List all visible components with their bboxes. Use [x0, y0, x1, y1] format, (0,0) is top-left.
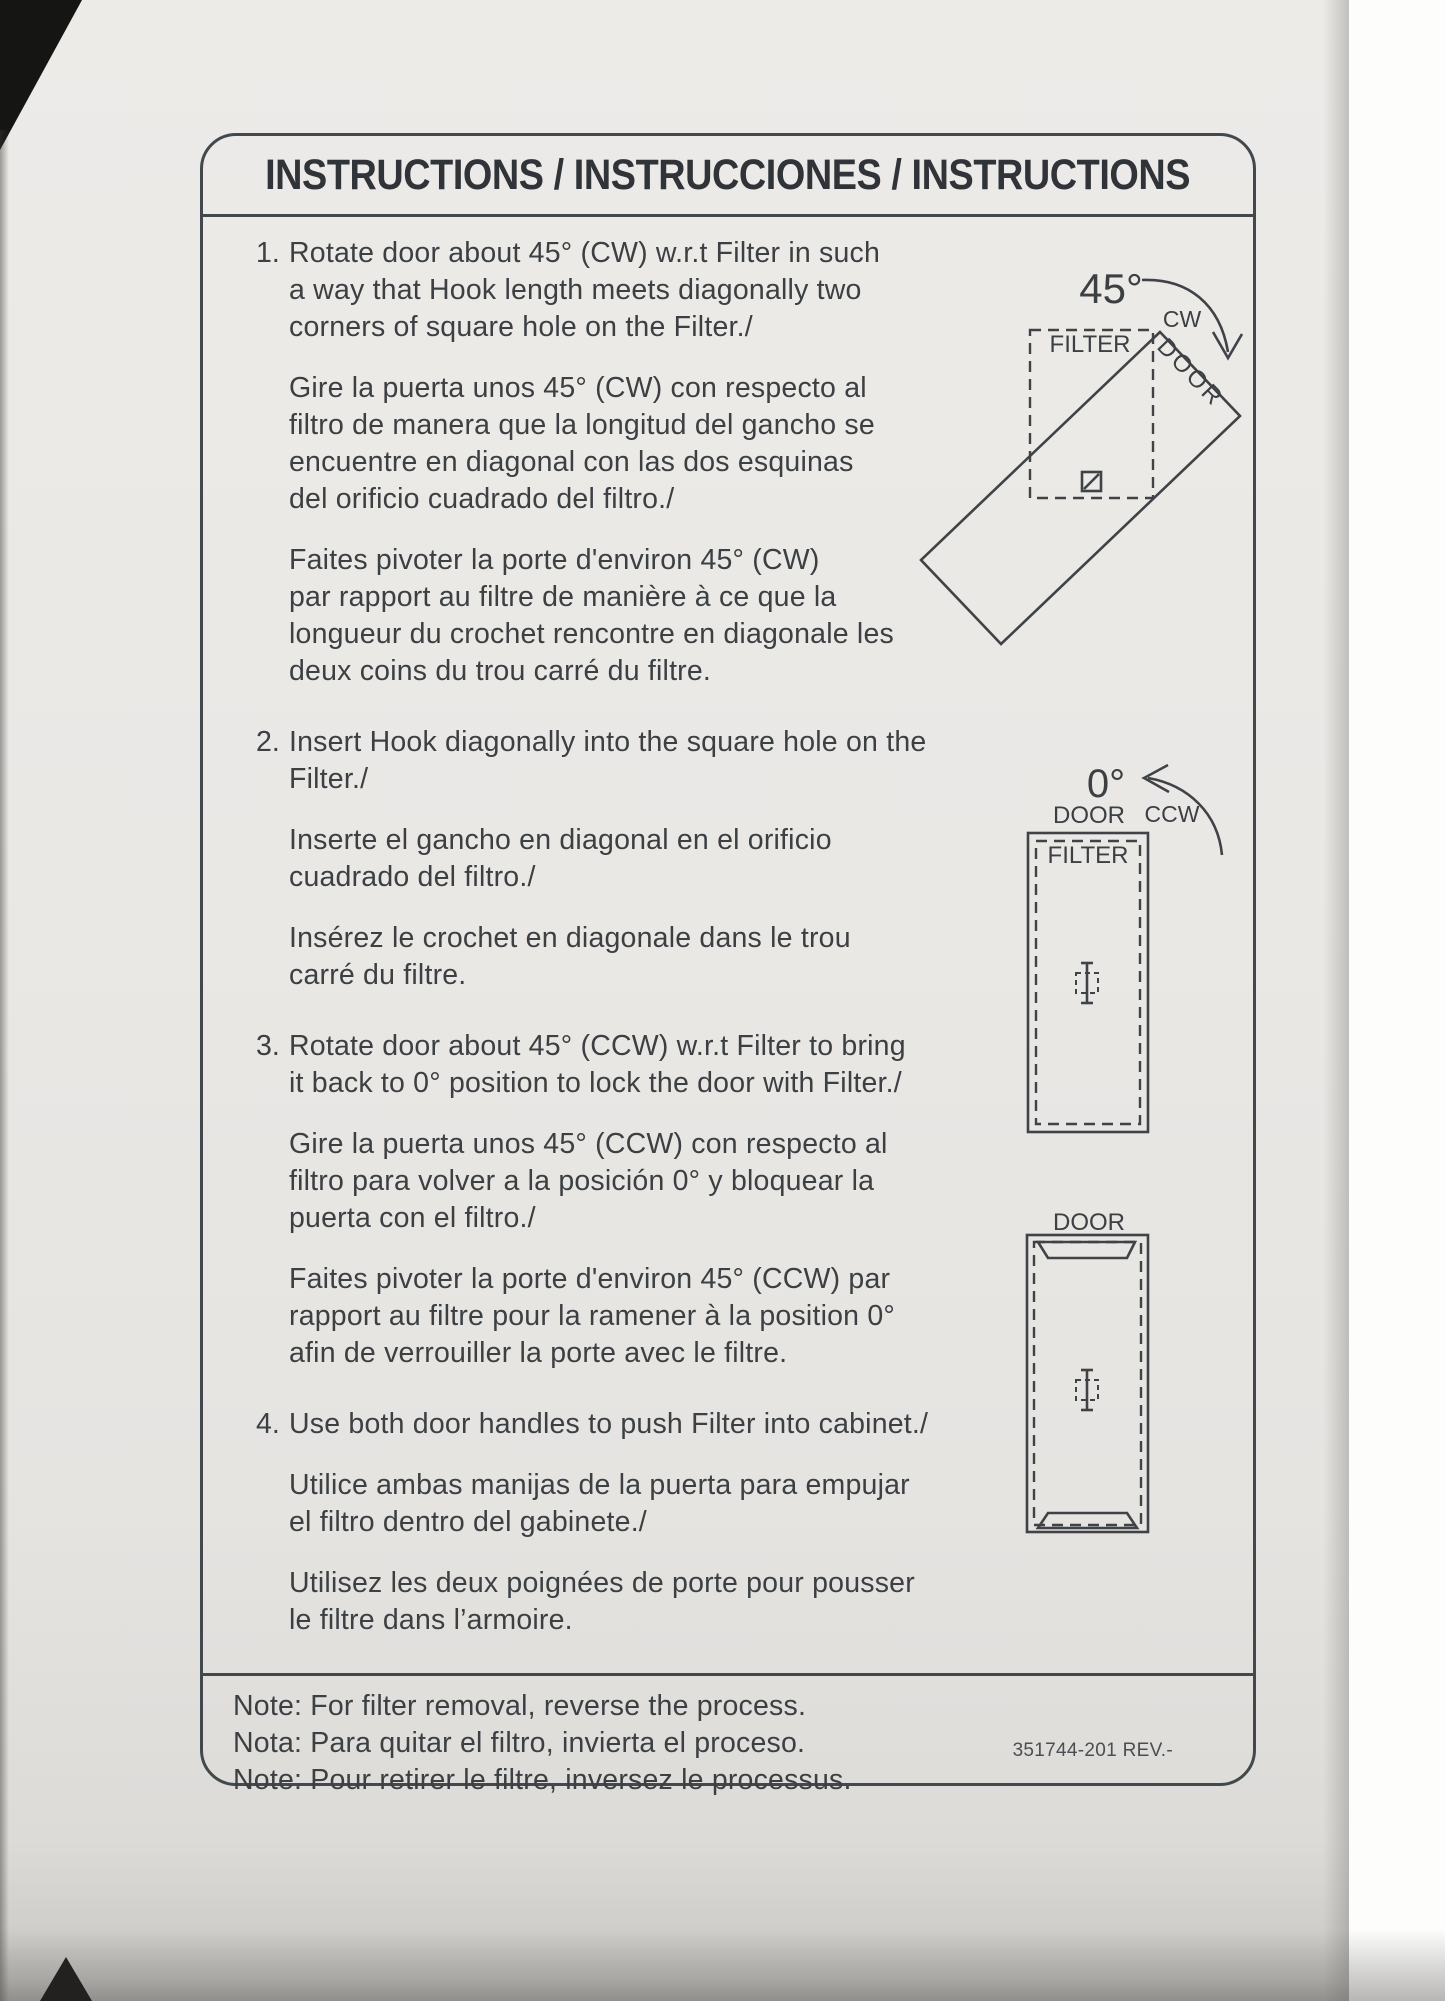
step-3: 3. Rotate door about 45° (CCW) w.r.t Fil… [256, 1028, 1237, 1372]
step-1-number: 1. [256, 237, 280, 269]
step-2: 2. Insert Hook diagonally into the squar… [256, 724, 1237, 994]
step-2-number: 2. [256, 726, 280, 758]
step-3-text-en: Rotate door about 45° (CCW) w.r.t Filter… [289, 1030, 906, 1099]
instruction-body: 1. Rotate door about 45° (CW) w.r.t Filt… [203, 217, 1253, 1639]
notes-section: Note: For filter removal, reverse the pr… [203, 1673, 1253, 1799]
step-4-text-en: Use both door handles to push Filter int… [289, 1408, 929, 1440]
instruction-label: INSTRUCTIONS / INSTRUCCIONES / INSTRUCTI… [200, 133, 1256, 1796]
step-2-text-fr: Insérez le crochet en diagonale dans le … [289, 922, 851, 991]
photo-left-edge-shadow [0, 130, 9, 2001]
note-fr: Note: Pour retirer le filtre, inversez l… [233, 1764, 852, 1796]
note-en: Note: For filter removal, reverse the pr… [233, 1690, 807, 1722]
step-4: 4. Use both door handles to push Filter … [256, 1406, 1237, 1639]
step-1-text-en: Rotate door about 45° (CW) w.r.t Filter … [289, 237, 881, 343]
title-bar: INSTRUCTIONS / INSTRUCCIONES / INSTRUCTI… [203, 136, 1253, 217]
step-4-text-es: Utilice ambas manijas de la puerta para … [289, 1469, 910, 1538]
step-3-text-fr: Faites pivoter la porte d'environ 45° (C… [289, 1263, 895, 1369]
step-1: 1. Rotate door about 45° (CW) w.r.t Filt… [256, 235, 1237, 690]
step-3-number: 3. [256, 1030, 280, 1062]
step-3-text-es: Gire la puerta unos 45° (CCW) con respec… [289, 1128, 888, 1234]
page-title: INSTRUCTIONS / INSTRUCCIONES / INSTRUCTI… [265, 150, 1191, 199]
step-1-text-es: Gire la puerta unos 45° (CW) con respect… [289, 372, 875, 515]
background-white-band [1349, 0, 1445, 2001]
part-number: 351744-201 REV.- [1012, 1740, 1173, 1761]
step-2-text-en: Insert Hook diagonally into the square h… [289, 726, 927, 795]
step-4-text-fr: Utilisez les deux poignées de porte pour… [289, 1567, 915, 1636]
step-4-number: 4. [256, 1408, 280, 1440]
photo-bottom-shadow [0, 1929, 1445, 2001]
paper-right-edge-shadow [1323, 0, 1349, 2001]
note-es: Nota: Para quitar el filtro, invierta el… [233, 1727, 806, 1759]
step-2-text-es: Inserte el gancho en diagonal en el orif… [289, 824, 832, 893]
step-1-text-fr: Faites pivoter la porte d'environ 45° (C… [289, 544, 894, 687]
